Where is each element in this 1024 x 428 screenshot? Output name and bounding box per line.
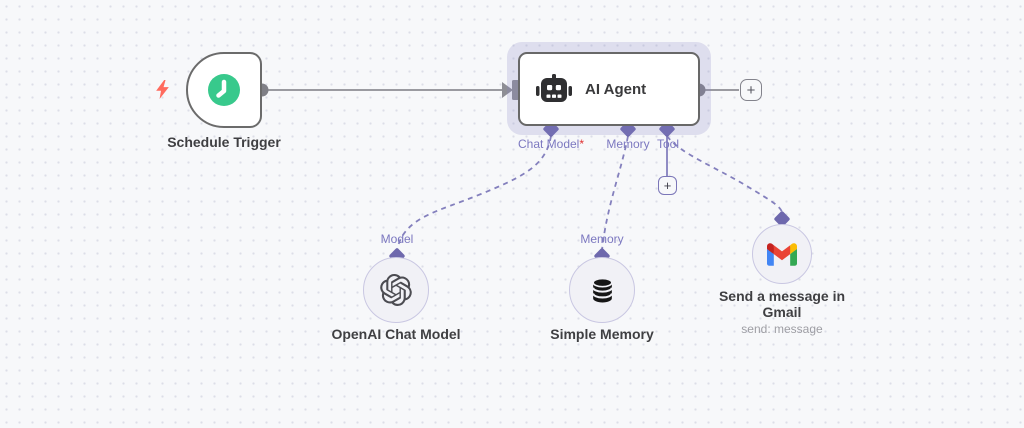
node-simple-memory[interactable] bbox=[569, 257, 635, 323]
agent-input-slot[interactable] bbox=[512, 80, 519, 100]
trigger-bolt-icon bbox=[156, 80, 169, 99]
openai-logo-icon bbox=[380, 274, 412, 306]
connection-agent-to-gmail-tool[interactable] bbox=[666, 135, 783, 213]
node-schedule-trigger[interactable] bbox=[186, 52, 262, 128]
schedule-trigger-label: Schedule Trigger bbox=[167, 134, 281, 150]
openai-chat-model-label: OpenAI Chat Model bbox=[331, 326, 461, 342]
gmail-node-subtitle: send: message bbox=[741, 322, 823, 336]
clock-icon bbox=[208, 74, 240, 106]
openai-port-label: Model bbox=[380, 232, 414, 246]
node-ai-agent[interactable]: AI Agent bbox=[518, 52, 700, 126]
database-icon bbox=[591, 277, 613, 302]
node-openai-chat-model[interactable] bbox=[363, 257, 429, 323]
gmail-logo-icon bbox=[767, 242, 797, 266]
agent-port-label-memory: Memory bbox=[606, 137, 650, 151]
connection-agent-to-openai-model[interactable] bbox=[396, 135, 552, 251]
add-tool-button[interactable]: + bbox=[658, 176, 677, 195]
gmail-node-label: Send a message in Gmail bbox=[718, 288, 846, 320]
required-asterisk: * bbox=[579, 137, 585, 151]
simple-memory-port-label: Memory bbox=[580, 232, 624, 246]
add-node-button[interactable]: + bbox=[740, 79, 762, 101]
agent-input-arrow-icon[interactable] bbox=[502, 82, 513, 98]
gmail-port-diamond[interactable] bbox=[774, 211, 791, 228]
node-gmail-send-message[interactable] bbox=[752, 224, 812, 284]
connection-agent-to-simple-memory[interactable] bbox=[601, 135, 629, 251]
agent-port-label-chat-model: Chat Model* bbox=[517, 137, 585, 151]
ai-agent-title: AI Agent bbox=[585, 80, 647, 98]
simple-memory-label: Simple Memory bbox=[550, 326, 654, 342]
agent-port-label-tool: Tool bbox=[656, 137, 680, 151]
robot-icon bbox=[536, 74, 572, 102]
